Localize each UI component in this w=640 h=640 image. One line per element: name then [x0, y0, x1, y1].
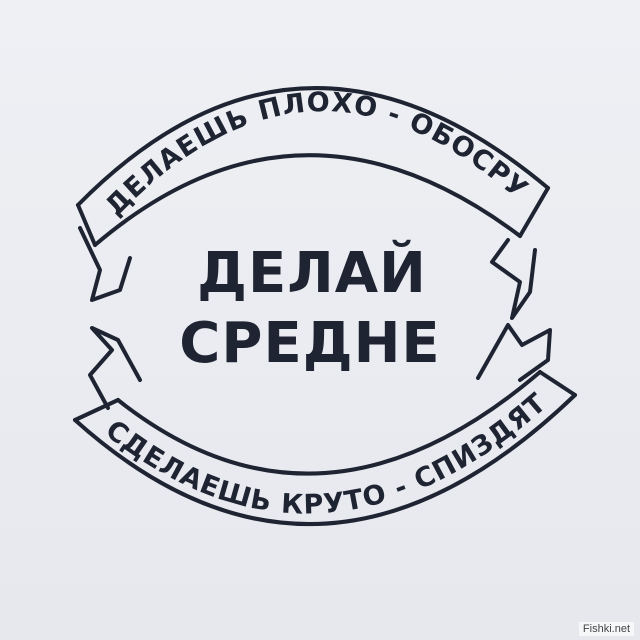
center-line-2: СРЕДНЕ	[179, 311, 440, 376]
bottom-banner-textpath: СДЕЛАЕШЬ КРУТО - СПИЗДЯТ	[100, 387, 552, 520]
watermark: Fishki.net	[578, 622, 634, 636]
top-banner-textpath: СДЕЛАЕШЬ ПЛОХО - ОБОСРУТ	[0, 0, 533, 222]
top-ribbon	[76, 86, 550, 320]
bottom-ribbon	[73, 323, 577, 527]
center-line-1: ДЕЛАЙ	[197, 240, 427, 306]
bottom-banner-text: СДЕЛАЕШЬ КРУТО - СПИЗДЯТ	[100, 387, 553, 520]
top-banner-text: СДЕЛАЕШЬ ПЛОХО - ОБОСРУТ	[0, 0, 534, 222]
